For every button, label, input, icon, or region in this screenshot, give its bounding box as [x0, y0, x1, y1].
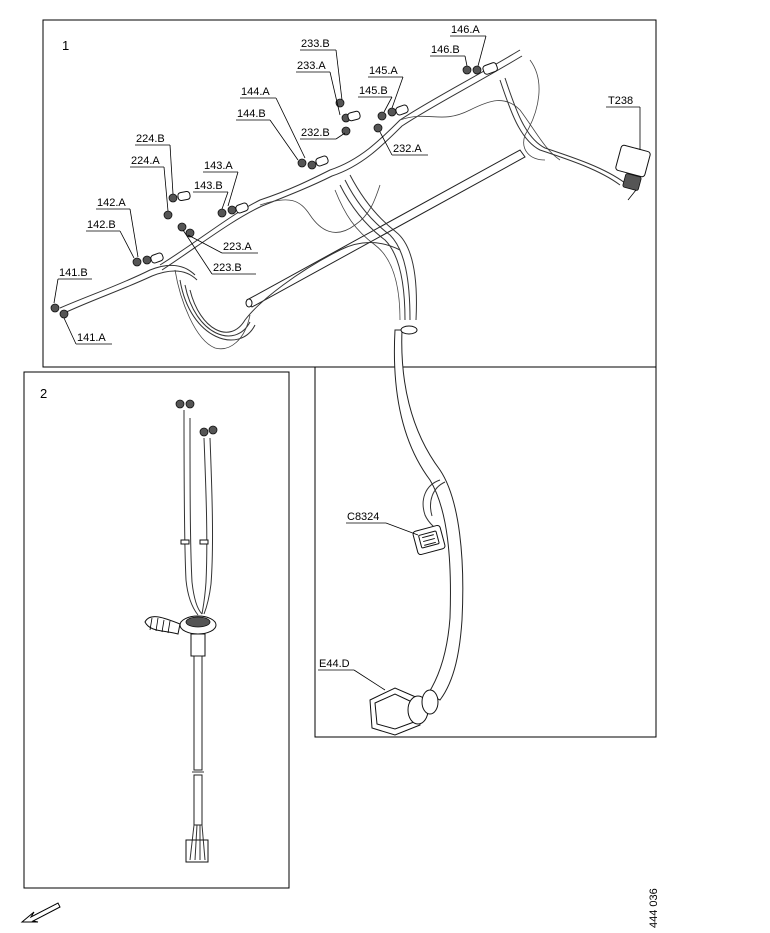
terminal-pins [185, 839, 209, 863]
harness-2 [144, 399, 218, 863]
panel-1-frame [42, 19, 657, 368]
label-t238: T238 [608, 95, 633, 107]
connector-232 [341, 123, 383, 136]
harness-2-connector-a [175, 399, 185, 409]
connector-t238 [615, 140, 651, 201]
connector-141 [50, 303, 69, 319]
label-141-a: 141.A [77, 332, 106, 344]
label-141-b: 141.B [59, 267, 88, 279]
label-233-b: 233.B [301, 38, 330, 50]
connector-144 [297, 155, 329, 170]
harness-2-connector-b [185, 399, 195, 409]
leader-lines [53, 35, 641, 691]
label-143-a: 143.A [204, 160, 233, 172]
figure-number: 444 036 [648, 888, 660, 928]
label-145-a: 145.A [369, 65, 398, 77]
label-224-a: 224.A [131, 155, 160, 167]
label-e44-d: E44.D [319, 658, 350, 670]
label-232-a: 232.A [393, 143, 422, 155]
connector-146 [462, 62, 498, 75]
main-harness [59, 49, 626, 701]
label-144-a: 144.A [241, 86, 270, 98]
panel-1-labels: 146.A 146.B 233.B 233.A 145.A 145.B T238… [59, 24, 633, 670]
label-146-b: 146.B [431, 44, 460, 56]
connector-233 [335, 98, 361, 123]
label-c8324: C8324 [347, 511, 379, 523]
label-145-b: 145.B [359, 85, 388, 97]
panel-1-number: 1 [62, 38, 69, 53]
panel-1-extension-frame [314, 367, 657, 738]
rigid-tube [246, 149, 526, 308]
corrugated-tube [144, 616, 181, 635]
label-232-b: 232.B [301, 127, 330, 139]
label-142-a: 142.A [97, 197, 126, 209]
label-233-a: 233.A [297, 60, 326, 72]
label-223-b: 223.B [213, 262, 242, 274]
connector-142 [132, 252, 164, 267]
panel-2-number: 2 [40, 386, 47, 401]
arrow-down-left-icon [20, 902, 61, 923]
harness-2-connector-c [199, 427, 209, 437]
harness-2-connector-d [208, 425, 218, 435]
connector-e44d [369, 687, 439, 736]
label-146-a: 146.A [451, 24, 480, 36]
label-143-b: 143.B [194, 180, 223, 192]
connector-145 [377, 104, 409, 121]
label-142-b: 142.B [87, 219, 116, 231]
label-144-b: 144.B [237, 108, 266, 120]
connector-223 [177, 222, 195, 238]
protective-sleeve [393, 329, 464, 701]
connector-c8324 [412, 524, 446, 556]
connector-143 [217, 202, 249, 218]
label-223-a: 223.A [223, 241, 252, 253]
connector-224 [163, 190, 191, 220]
label-224-b: 224.B [136, 133, 165, 145]
